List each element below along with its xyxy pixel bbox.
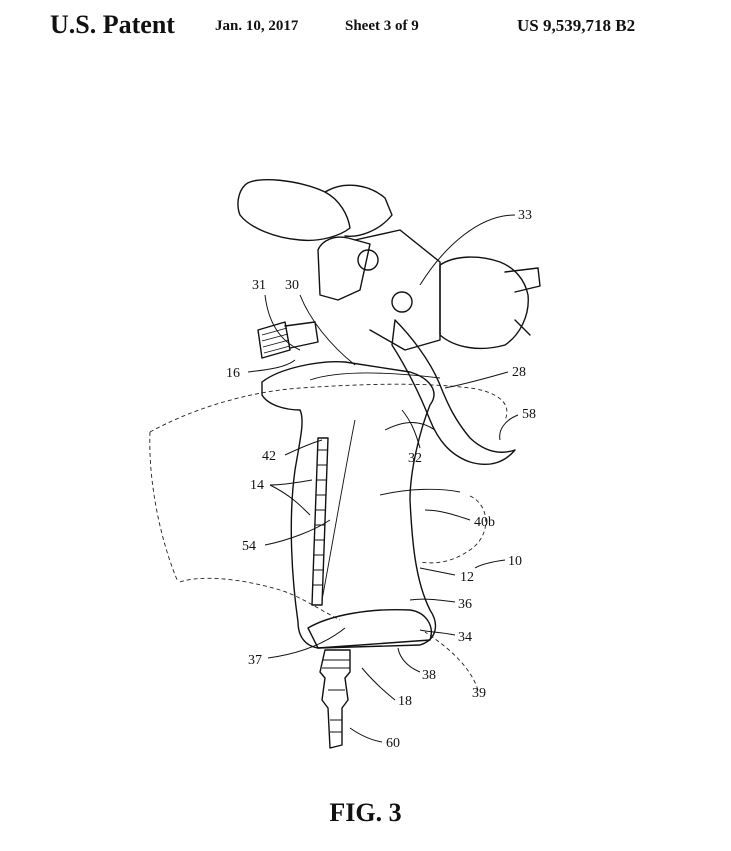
patent-title: U.S. Patent	[50, 10, 175, 39]
fluid-body	[354, 229, 441, 351]
ref-32: 32	[408, 451, 422, 466]
leader-33	[419, 214, 516, 286]
ref-14: 14	[250, 478, 264, 493]
ref-28: 28	[512, 365, 526, 380]
handle-contour	[321, 419, 356, 601]
ref-37: 37	[248, 653, 262, 668]
leader-32	[401, 409, 421, 449]
grip-top-edge	[309, 372, 441, 381]
ref-60: 60	[386, 736, 400, 751]
ref-36: 36	[458, 597, 472, 612]
pivot-lower	[391, 291, 413, 313]
ref-34: 34	[458, 630, 472, 645]
leader-28	[444, 371, 509, 389]
leader-18	[361, 667, 396, 701]
adjust-knob	[257, 321, 319, 359]
leader-14a	[269, 479, 313, 486]
leader-58	[499, 414, 519, 441]
leader-40b	[424, 509, 471, 521]
leader-31	[264, 294, 301, 351]
handle-base	[307, 608, 432, 649]
leader-30	[299, 294, 356, 366]
leader-10	[474, 559, 506, 569]
leader-16	[247, 359, 296, 373]
ref-38: 38	[422, 668, 436, 683]
leader-12	[419, 567, 456, 576]
finger-groove	[379, 488, 461, 496]
gun-handle	[261, 360, 437, 649]
leader-37	[267, 627, 346, 659]
leader-42	[284, 439, 323, 456]
air-fitting	[319, 649, 351, 749]
ref-54: 54	[242, 539, 256, 554]
leader-60	[349, 727, 383, 743]
figure-caption: FIG. 3	[329, 798, 402, 827]
patent-date: Jan. 10, 2017	[215, 18, 299, 34]
ref-58: 58	[522, 407, 536, 422]
leader-38	[397, 647, 421, 673]
leader-34	[419, 629, 456, 636]
cup-neck	[324, 184, 393, 237]
trigger	[391, 319, 516, 466]
leader-54	[264, 519, 331, 546]
sheet-number: Sheet 3 of 9	[345, 18, 419, 34]
leader-39	[424, 631, 479, 691]
ref-18: 18	[398, 694, 412, 709]
cup-body	[237, 178, 351, 242]
leader-14b	[269, 484, 311, 516]
ref-33: 33	[518, 208, 532, 223]
finger-rest	[384, 422, 436, 431]
ref-12: 12	[460, 570, 474, 585]
ref-40b: 40b	[474, 515, 495, 530]
ref-10: 10	[508, 554, 522, 569]
knurled-backstrap	[311, 437, 329, 606]
patent-number: US 9,539,718 B2	[517, 16, 636, 35]
ref-42: 42	[262, 449, 276, 464]
air-cap	[439, 256, 529, 350]
pivot-upper	[357, 249, 379, 271]
ref-16: 16	[226, 366, 240, 381]
leader-36	[409, 598, 456, 603]
gun-body-upper	[317, 236, 371, 301]
ref-39: 39	[472, 686, 486, 701]
air-cap-horn	[504, 267, 541, 336]
hand-outline	[149, 383, 508, 621]
ref-31: 31	[252, 278, 266, 293]
ref-30: 30	[285, 278, 299, 293]
